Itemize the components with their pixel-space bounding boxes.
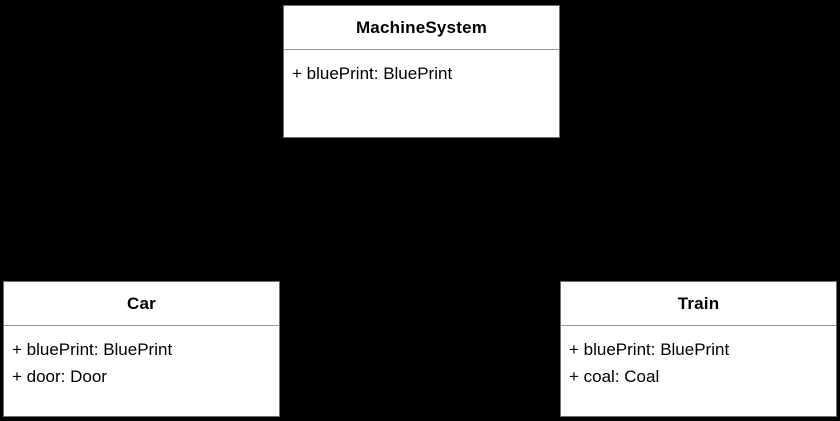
attribute-item: + bluePrint: BluePrint bbox=[292, 64, 453, 83]
attribute-item: + bluePrint: BluePrint bbox=[12, 340, 173, 359]
class-attributes: + bluePrint: BluePrint bbox=[284, 49, 559, 93]
class-title: MachineSystem bbox=[355, 17, 488, 37]
attribute-item: + bluePrint: BluePrint bbox=[569, 340, 730, 359]
class-node-train[interactable]: Train + bluePrint: BluePrint + coal: Coa… bbox=[560, 281, 837, 417]
class-attributes: + bluePrint: BluePrint + door: Door bbox=[4, 325, 279, 396]
class-title: Car bbox=[127, 293, 156, 313]
class-title: Train bbox=[677, 293, 720, 313]
class-node-machinesystem[interactable]: MachineSystem + bluePrint: BluePrint bbox=[283, 5, 560, 138]
attribute-item: + coal: Coal bbox=[569, 367, 660, 386]
class-attributes: + bluePrint: BluePrint + coal: Coal bbox=[561, 325, 836, 396]
attribute-item: + door: Door bbox=[12, 367, 107, 386]
class-node-car[interactable]: Car + bluePrint: BluePrint + door: Door bbox=[3, 281, 280, 417]
